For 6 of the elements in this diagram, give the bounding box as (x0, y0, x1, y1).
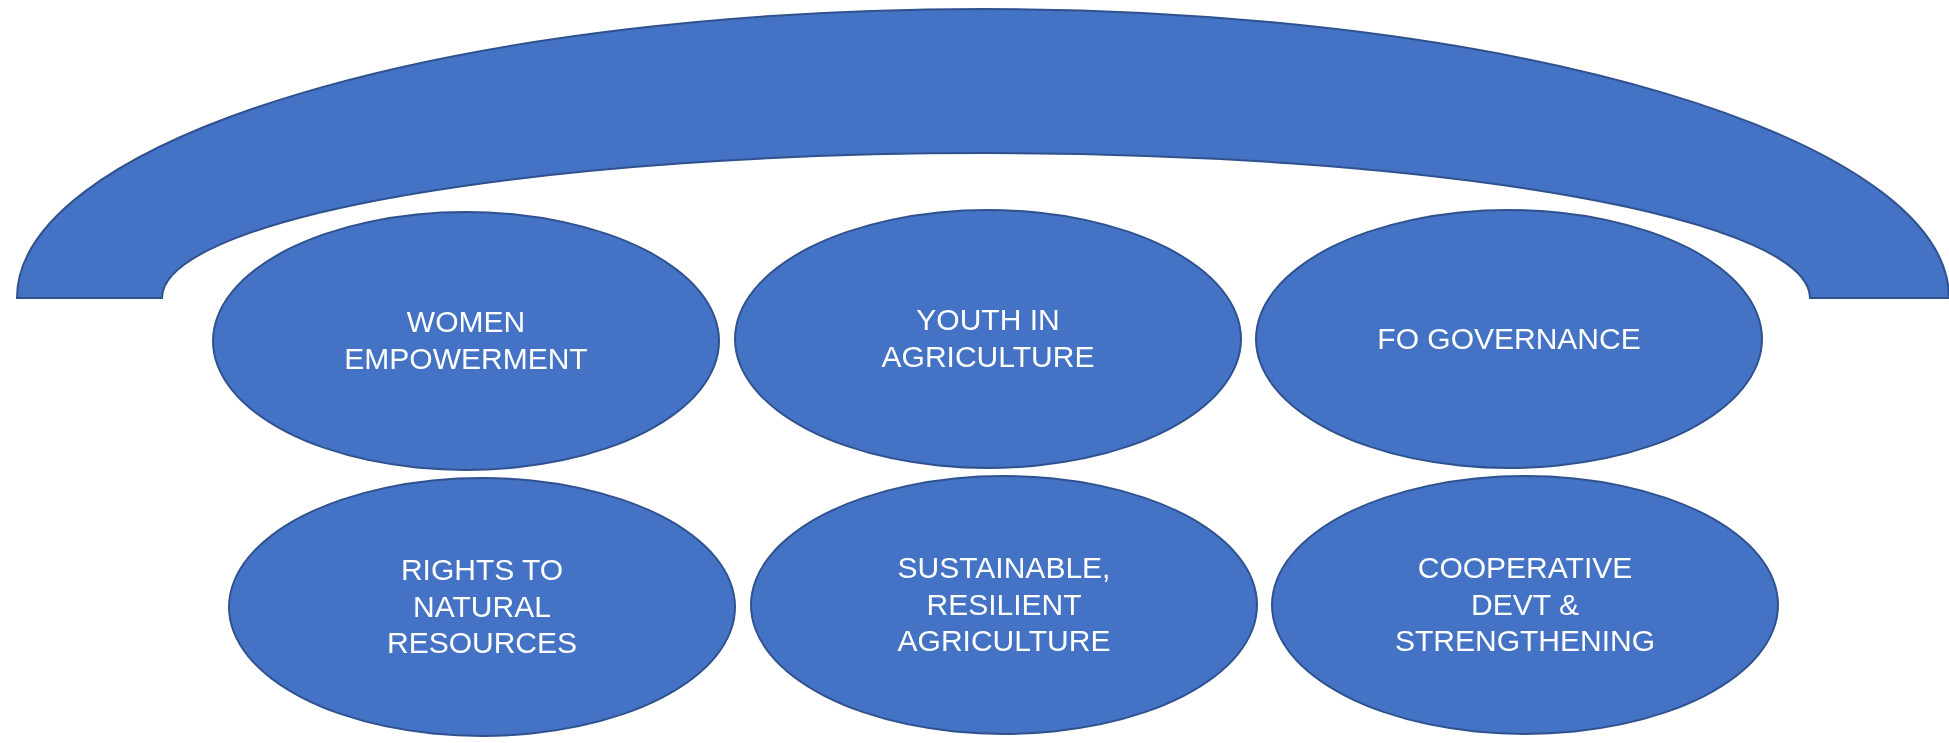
topic-label: YOUTH IN AGRICULTURE (880, 302, 1096, 375)
topic-label: RIGHTS TO NATURAL RESOURCES (385, 552, 578, 662)
topic-label: WOMEN EMPOWERMENT (343, 304, 589, 377)
topic-label: SUSTAINABLE, RESILIENT AGRICULTURE (896, 550, 1112, 660)
topic-label: COOPERATIVE DEVT & STRENGTHENING (1394, 550, 1656, 660)
topic-label: FO GOVERNANCE (1377, 320, 1641, 357)
